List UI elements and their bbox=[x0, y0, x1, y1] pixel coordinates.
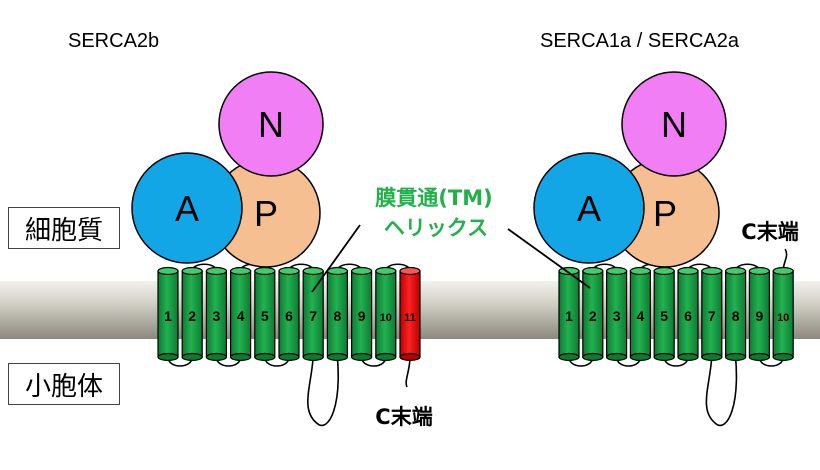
tm-loop-right bbox=[705, 356, 738, 427]
c-terminus-tail-left bbox=[405, 356, 411, 388]
tm-helix-number: 4 bbox=[237, 308, 245, 324]
tm-helix-right-1: 1 bbox=[558, 266, 580, 362]
c-terminus-label-right: C末端 bbox=[741, 220, 798, 244]
domains-right: P N A bbox=[533, 71, 727, 268]
tm-helix-number: 3 bbox=[613, 308, 621, 324]
domain-a-label-right: A bbox=[577, 188, 601, 229]
tm-helix-left-5: 5 bbox=[254, 266, 276, 362]
tm-helix-number: 5 bbox=[261, 308, 269, 324]
domain-n-circle-left bbox=[218, 71, 324, 177]
domain-a-circle-left bbox=[131, 152, 243, 264]
tm-helix-number: 7 bbox=[309, 308, 317, 324]
tm-helix-number: 11 bbox=[404, 312, 416, 324]
tm-helix-number: 6 bbox=[285, 308, 293, 324]
tm-helix-right-3: 3 bbox=[605, 266, 628, 362]
tm-pointer-left bbox=[311, 224, 361, 293]
tm-helix-number: 8 bbox=[334, 308, 342, 324]
domain-a-label-left: A bbox=[175, 188, 199, 229]
tm-helix-right-8: 8 bbox=[724, 266, 747, 362]
tm-helix-left-11: 11 bbox=[399, 266, 421, 362]
domain-p-label-right: P bbox=[653, 193, 677, 234]
tm-helix-left-6: 6 bbox=[278, 266, 300, 362]
tm-helix-left-3: 3 bbox=[205, 266, 227, 362]
tm-helix-right-2: 2 bbox=[582, 266, 604, 362]
tm-helix-number: 1 bbox=[164, 308, 172, 324]
tm-helix-number: 9 bbox=[756, 308, 764, 324]
tm-helix-number: 8 bbox=[732, 308, 740, 324]
tm-helix-number: 3 bbox=[213, 308, 221, 324]
tm-helix-number: 9 bbox=[358, 308, 366, 324]
tm-helix-number: 4 bbox=[637, 308, 645, 324]
tm-helix-left-1: 1 bbox=[157, 266, 179, 362]
c-terminus-label-left: C末端 bbox=[375, 405, 432, 429]
tm-helix-right-7: 7 bbox=[701, 266, 723, 362]
domain-n-label-right: N bbox=[661, 104, 687, 145]
domain-n-circle-right bbox=[621, 71, 727, 177]
tm-helix-left-8: 8 bbox=[326, 266, 348, 362]
domain-a-circle-right bbox=[533, 152, 645, 264]
tm-helix-right-9: 9 bbox=[748, 266, 771, 362]
tm-label-line1: 膜貫通(TM) bbox=[375, 186, 492, 210]
domain-n-label-left: N bbox=[258, 104, 284, 145]
tm-helix-left-2: 2 bbox=[181, 266, 203, 362]
tm-label-line2: ヘリックス bbox=[384, 216, 488, 240]
title-serca2b: SERCA2b bbox=[68, 30, 160, 52]
title-serca1a-2a: SERCA1a / SERCA2a bbox=[540, 30, 739, 52]
tm-helix-number: 1 bbox=[565, 308, 573, 324]
tm-helix-number: 5 bbox=[660, 308, 668, 324]
domain-p-label-left: P bbox=[254, 193, 278, 234]
tm-helix-number: 10 bbox=[777, 312, 789, 324]
label-er-lumen: 小胞体 bbox=[8, 363, 120, 405]
tm-helix-number: 10 bbox=[380, 312, 392, 324]
tm-helix-left-9: 9 bbox=[351, 266, 373, 362]
tm-helix-left-10: 10 bbox=[375, 266, 397, 362]
tm-helix-number: 2 bbox=[589, 308, 597, 324]
tm-helix-number: 2 bbox=[188, 308, 196, 324]
tm-helix-number: 7 bbox=[708, 308, 716, 324]
tm-helix-right-10: 10 bbox=[772, 266, 794, 362]
label-cytoplasm: 細胞質 bbox=[8, 207, 120, 249]
tm-helix-left-4: 4 bbox=[230, 266, 252, 362]
tm-helix-right-4: 4 bbox=[629, 266, 652, 362]
tm-helix-number: 6 bbox=[684, 308, 692, 324]
tm-helix-right-5: 5 bbox=[653, 266, 675, 362]
tm-helix-left-7: 7 bbox=[302, 266, 324, 362]
tm-helix-right-6: 6 bbox=[677, 266, 699, 362]
tm-pointer-right bbox=[507, 228, 591, 289]
domains-left: P N A bbox=[131, 71, 324, 268]
tm-loop-left bbox=[307, 356, 339, 427]
